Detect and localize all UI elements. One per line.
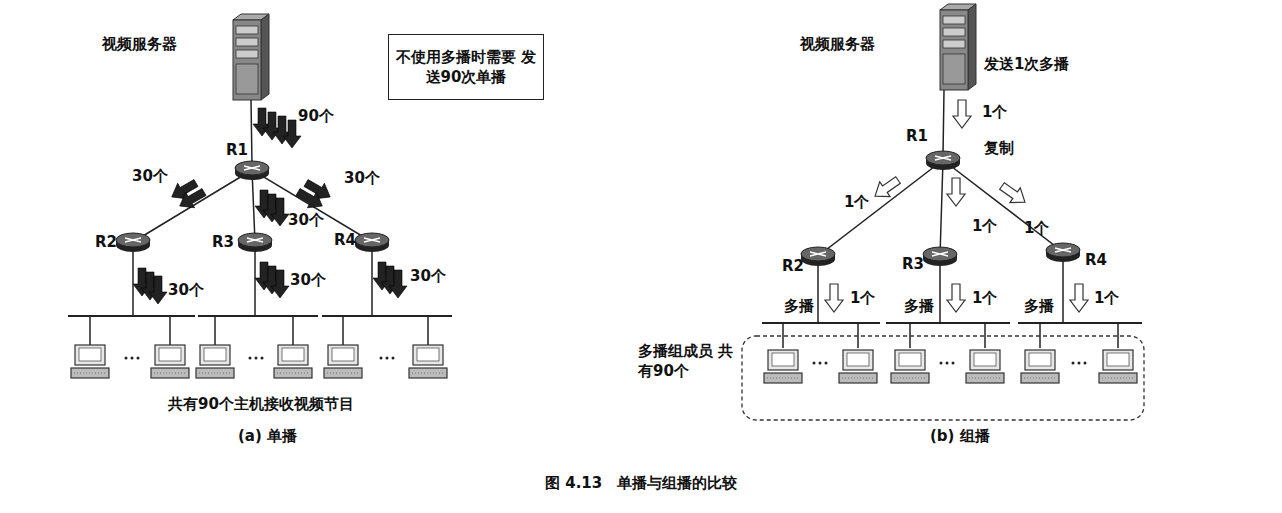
note-text: 共有90个主机接收视频节目 [168, 396, 354, 413]
router-label: R1 [226, 142, 248, 159]
count-label: 1个 [1024, 220, 1049, 237]
count-label: 90个 [298, 108, 334, 125]
count-label: 多播 [1024, 298, 1054, 315]
count-label: 多播 [904, 298, 934, 315]
group-label: 多播组成员 共有90个 [638, 342, 734, 381]
count-label: 1个 [850, 290, 875, 307]
router-label: R4 [334, 232, 356, 249]
count-label: 30个 [290, 272, 326, 289]
router-label: R4 [1085, 252, 1107, 269]
count-label: 1个 [844, 194, 869, 211]
server-label: 视频服务器 [800, 36, 875, 53]
count-label: 1个 [1094, 290, 1119, 307]
subfigure-label: (a) 单播 [238, 428, 297, 445]
count-label: 1个 [982, 104, 1007, 121]
count-label: 多播 [784, 298, 814, 315]
count-label: 1个 [972, 290, 997, 307]
count-label: 1个 [972, 218, 997, 235]
figure-caption: 图 4.13 单播与组播的比较 [545, 474, 737, 493]
count-label: 30个 [168, 282, 204, 299]
count-label: 30个 [288, 212, 324, 229]
note-text: 不使用多播时需要 发送90次单播 [389, 47, 543, 88]
subfigure-label: (b) 组播 [930, 428, 990, 445]
count-label: 30个 [132, 168, 168, 185]
count-label: 30个 [344, 170, 380, 187]
router-label: R1 [906, 128, 928, 145]
router-label: R2 [782, 258, 804, 275]
count-label: 发送1次多播 [984, 56, 1069, 73]
note-box: 不使用多播时需要 发送90次单播 [388, 34, 544, 100]
router-label: R3 [902, 256, 924, 273]
count-label: 复制 [984, 140, 1014, 157]
router-label: R2 [95, 234, 117, 251]
server-label: 视频服务器 [102, 36, 177, 53]
count-label: 30个 [410, 268, 446, 285]
router-label: R3 [212, 234, 234, 251]
